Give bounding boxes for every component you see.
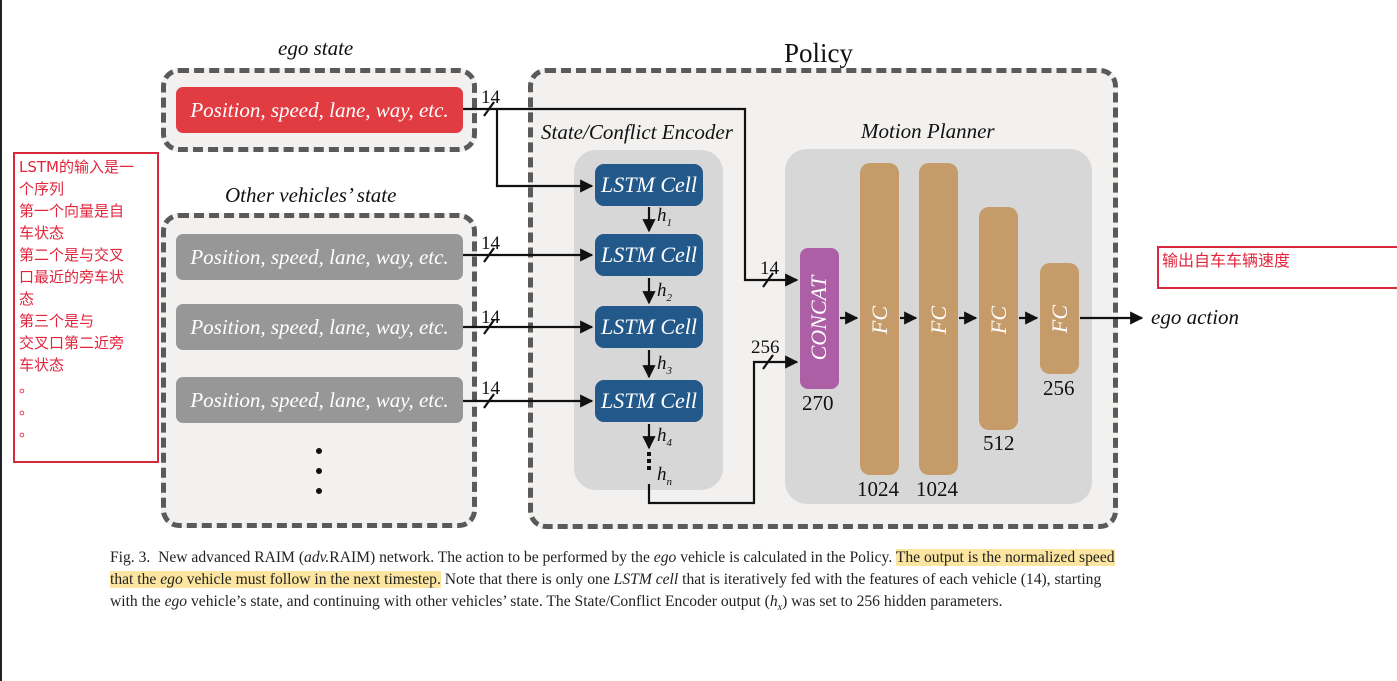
annotation-line: LSTM的输入是一 xyxy=(19,158,134,176)
policy-title: Policy xyxy=(784,38,854,68)
annotation-line: 态 xyxy=(19,290,35,308)
dim-label-concat-hidden: 256 xyxy=(751,337,780,358)
annotation-line: 车状态 xyxy=(19,356,65,374)
annotation-line: 。 xyxy=(19,378,35,396)
annotation-output-text: 输出自车车辆速度 xyxy=(1162,251,1291,270)
hidden-state-3: h3 xyxy=(657,353,672,377)
annotation-line: 车状态 xyxy=(19,224,65,242)
dim-label-other-1: 14 xyxy=(481,233,500,254)
hidden-state-4: h4 xyxy=(657,425,672,449)
fc-layer-4: FC xyxy=(1040,263,1079,374)
planner-title: Motion Planner xyxy=(861,119,995,143)
fc-size-1: 1024 xyxy=(857,477,899,501)
dim-label-other-3: 14 xyxy=(481,378,500,399)
caption-highlight: The output is the normalized speed xyxy=(895,549,1115,566)
annotation-line: 口最近的旁车状 xyxy=(19,268,125,286)
fc-layer-2: FC xyxy=(919,163,958,475)
other-state-input-3: Position, speed, lane, way, etc. xyxy=(176,377,463,423)
ego-state-title: ego state xyxy=(278,36,354,60)
dim-label-concat-ego: 14 xyxy=(760,258,779,279)
annotation-line: 。 xyxy=(19,400,35,418)
fc-size-2: 1024 xyxy=(916,477,958,501)
figure-caption: Fig. 3. New advanced RAIM (adv.RAIM) net… xyxy=(110,549,1115,614)
fc-layer-1: FC xyxy=(860,163,899,475)
annotation-line: 第二个是与交叉 xyxy=(19,246,125,264)
hidden-state-1: h1 xyxy=(657,205,672,229)
hidden-state-n: hn xyxy=(657,464,672,488)
lstm-cell-3: LSTM Cell xyxy=(595,306,703,348)
window-left-edge xyxy=(0,0,2,681)
lstm-cell-2: LSTM Cell xyxy=(595,234,703,276)
annotation-line: 个序列 xyxy=(19,180,65,198)
concat-size: 270 xyxy=(802,391,834,415)
annotation-line: 第三个是与 xyxy=(19,312,95,330)
other-state-input-1: Position, speed, lane, way, etc. xyxy=(176,234,463,280)
lstm-cell-1: LSTM Cell xyxy=(595,164,703,206)
concat-block: CONCAT xyxy=(800,248,839,389)
encoder-title: State/Conflict Encoder xyxy=(541,120,733,144)
fc-size-3: 512 xyxy=(983,431,1015,455)
dim-label-ego: 14 xyxy=(481,87,500,108)
fc-size-4: 256 xyxy=(1043,376,1075,400)
right-annotation-box: 输出自车车辆速度 xyxy=(1157,246,1397,289)
other-state-input-2: Position, speed, lane, way, etc. xyxy=(176,304,463,350)
annotation-line: 交叉口第二近旁 xyxy=(19,334,125,352)
ellipsis-dots xyxy=(316,448,322,494)
ego-action-label: ego action xyxy=(1151,305,1240,329)
annotation-line: 。 xyxy=(19,422,35,440)
fc-layer-3: FC xyxy=(979,207,1018,430)
other-state-title: Other vehicles’ state xyxy=(225,183,397,207)
annotation-line: 第一个向量是自 xyxy=(19,202,125,220)
lstm-cell-4: LSTM Cell xyxy=(595,380,703,422)
left-annotation-box: LSTM的输入是一 个序列 第一个向量是自 车状态 第二个是与交叉 口最近的旁车… xyxy=(13,152,159,463)
ego-state-input: Position, speed, lane, way, etc. xyxy=(176,87,463,133)
hidden-state-2: h2 xyxy=(657,280,672,304)
dim-label-other-2: 14 xyxy=(481,307,500,328)
